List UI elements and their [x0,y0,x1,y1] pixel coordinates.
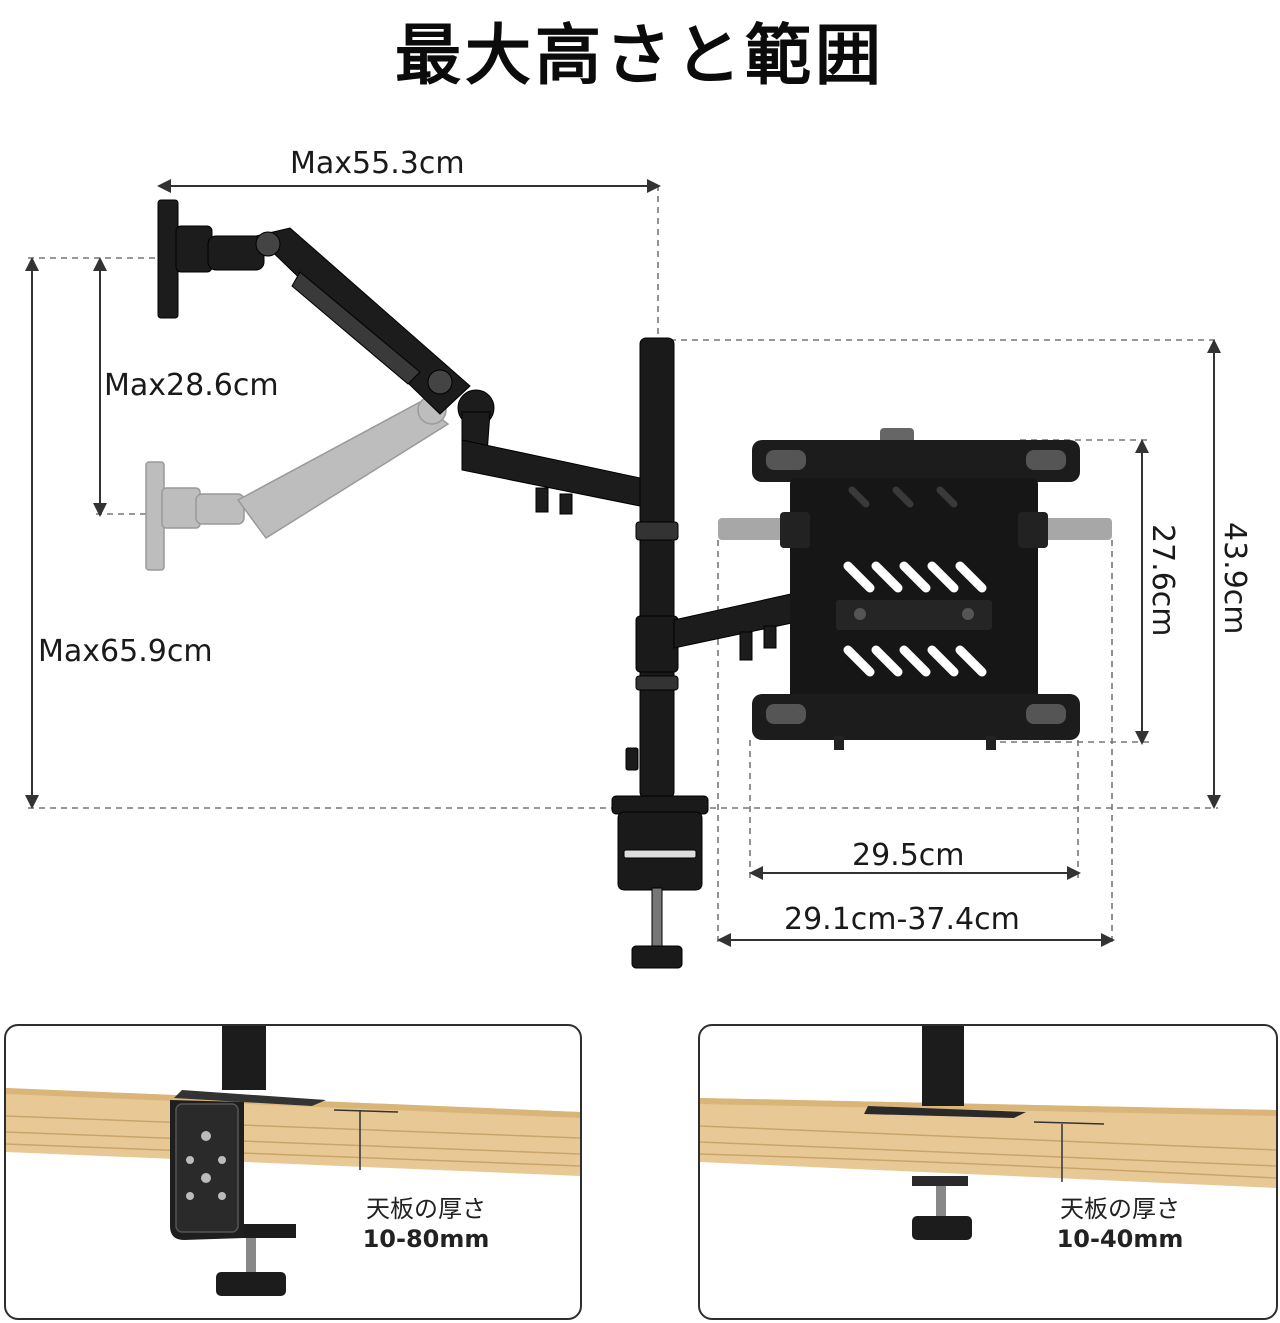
panel-grommet-value: 10-40mm [1056,1225,1184,1253]
panel-clamp-thickness: 天板の厚さ 10-80mm [4,1024,582,1320]
pole-and-clamp [611,337,709,969]
panel-grommet-caption: 天板の厚さ 10-40mm [1030,1194,1210,1254]
monitor-arm-illustration [25,179,1221,969]
dimension-arrows [25,179,1221,947]
panel-clamp-label: 天板の厚さ [366,1195,486,1223]
laptop-tray-arm [673,591,807,661]
reach-label: Max55.3cm [290,146,465,181]
tray-height-label: 27.6cm [1145,524,1180,637]
lowered-arm-ghost [145,395,450,571]
panel-clamp-value: 10-80mm [362,1225,490,1253]
laptop-tray [718,428,1112,750]
panel-clamp-caption: 天板の厚さ 10-80mm [336,1194,516,1254]
panel-grommet-label: 天板の厚さ [1060,1195,1180,1223]
total-height-label: Max65.9cm [38,634,213,669]
tray-width-label: 29.5cm [852,838,965,873]
overall-height-label: 43.9cm [1217,522,1252,635]
grommet-desk-illustration [700,1026,1276,1240]
panel-grommet-thickness: 天板の厚さ 10-40mm [698,1024,1278,1320]
page-title: 最大高さと範囲 [395,17,885,94]
arm-height-label: Max28.6cm [104,368,279,403]
clamp-desk-illustration [6,1026,580,1296]
upper-monitor-arm [157,199,641,515]
tray-width-range-label: 29.1cm-37.4cm [784,902,1020,937]
